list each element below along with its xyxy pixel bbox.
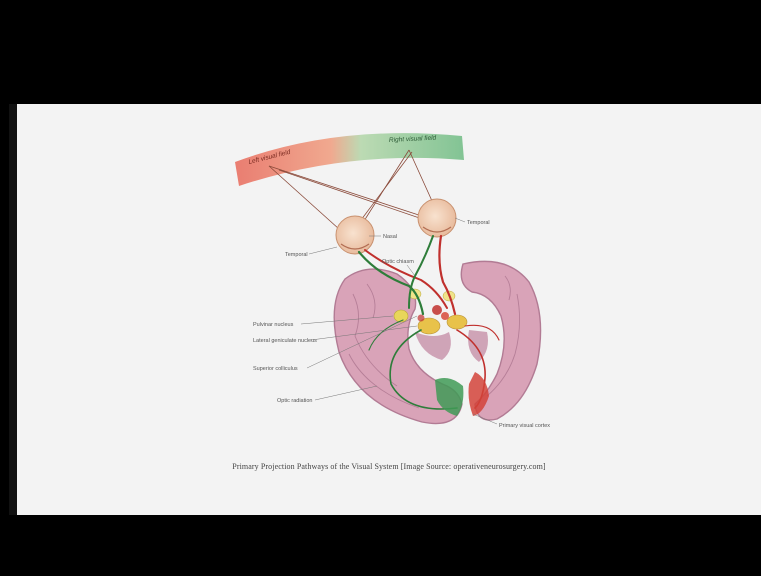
left-eye: [336, 216, 374, 254]
right-eye: [418, 199, 456, 237]
visual-pathway-diagram: Left visual field Right visual field Tem…: [17, 104, 761, 515]
temporal-right-label: Temporal: [467, 220, 490, 226]
figure-caption: Primary Projection Pathways of the Visua…: [17, 462, 761, 471]
optic-radiation-label: Optic radiation: [277, 398, 312, 404]
slide-left-edge: [9, 104, 17, 515]
lgn-label: Lateral geniculate nucleus: [253, 338, 317, 344]
temporal-left-label: Temporal: [285, 252, 308, 258]
lgn-label-text: Lateral geniculate nucleus: [253, 338, 317, 344]
letterbox-top: [0, 0, 761, 104]
letterbox-bottom: [0, 515, 761, 576]
slide: Left visual field Right visual field Tem…: [17, 104, 761, 515]
lateral-geniculate-nucleus-right: [447, 315, 467, 329]
pulvinar-nucleus-label: Pulvinar nucleus: [253, 322, 294, 328]
pulvinar-nucleus: [394, 310, 408, 322]
superior-colliculus-label: Superior colliculus: [253, 366, 298, 372]
optic-chiasm-label: Optic chiasm: [382, 259, 414, 265]
nasal-label: Nasal: [383, 234, 397, 240]
primary-visual-cortex-label: Primary visual cortex: [499, 423, 550, 429]
